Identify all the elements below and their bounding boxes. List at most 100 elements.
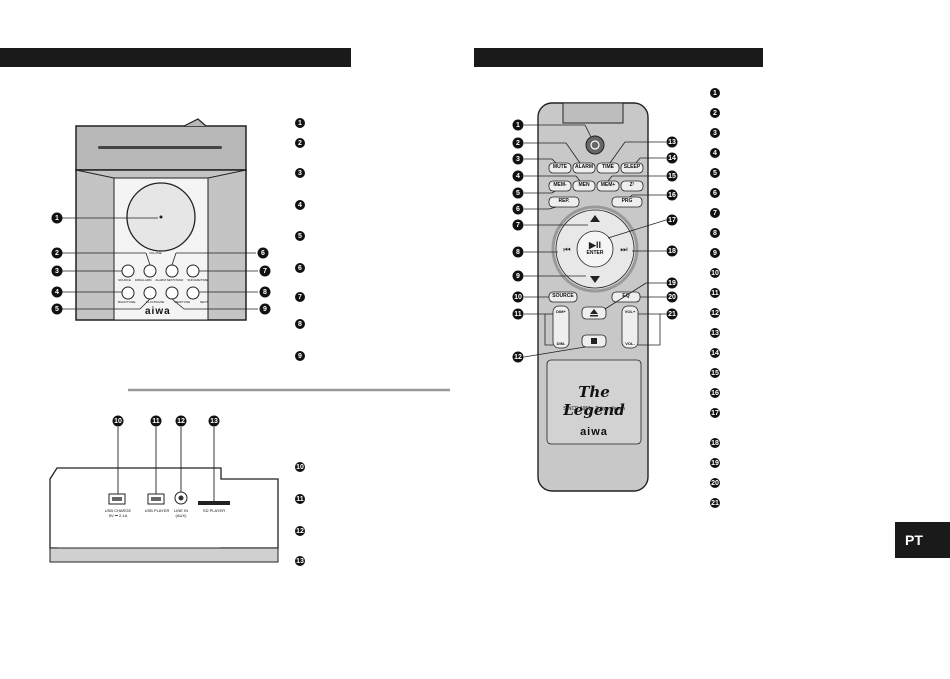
remote-callout-20: 20	[666, 291, 678, 303]
remote-legend-9: 9	[710, 248, 720, 258]
svg-text:8: 8	[713, 230, 717, 237]
remote-callout-7: 7	[512, 219, 524, 231]
svg-text:⏮: ⏮	[563, 245, 570, 254]
rear-legend-11: 11	[295, 494, 305, 504]
svg-text:6: 6	[298, 265, 302, 272]
svg-text:12: 12	[177, 418, 185, 425]
remote-btn-rep: REP.	[558, 198, 570, 204]
svg-text:19: 19	[711, 460, 719, 467]
remote-callout-8: 8	[512, 246, 524, 258]
remote-legend-12: 12	[710, 308, 720, 318]
svg-text:17: 17	[711, 410, 719, 417]
remote-legend-3: 3	[710, 128, 720, 138]
svg-text:12: 12	[514, 354, 522, 361]
device-callout-4: 4	[51, 286, 63, 298]
device-callout-1: 1	[51, 212, 63, 224]
svg-text:7: 7	[263, 268, 267, 275]
remote-legend-20: 20	[710, 478, 720, 488]
device-callout-9: 9	[259, 303, 271, 315]
svg-text:16: 16	[668, 192, 676, 199]
remote-legend-15: 15	[710, 368, 720, 378]
device-legend-4: 4	[295, 200, 305, 210]
svg-text:10: 10	[711, 270, 719, 277]
svg-text:3: 3	[713, 130, 717, 137]
remote-btn-alarm: ALARM	[574, 164, 594, 170]
svg-text:11: 11	[711, 290, 719, 297]
remote-legend-21: 21	[710, 498, 720, 508]
remote-callout-6: 6	[512, 203, 524, 215]
svg-text:8: 8	[516, 249, 520, 256]
right-header-bar	[474, 48, 763, 67]
remote-btn-vol-minus: VOL-	[625, 341, 635, 346]
svg-text:5: 5	[713, 170, 717, 177]
remote-callout-5: 5	[512, 187, 524, 199]
svg-text:3: 3	[516, 156, 520, 163]
remote-legend-14: 14	[710, 348, 720, 358]
svg-text:5: 5	[55, 306, 59, 313]
svg-text:17: 17	[668, 217, 676, 224]
svg-text:15: 15	[711, 370, 719, 377]
svg-text:9: 9	[516, 273, 520, 280]
svg-text:9: 9	[263, 306, 267, 313]
svg-text:2: 2	[298, 140, 302, 147]
device-knob-label: VOLUME	[149, 251, 162, 255]
remote-logo-script: The Legend	[563, 383, 625, 419]
svg-text:20: 20	[711, 480, 719, 487]
svg-text:11: 11	[296, 496, 304, 503]
svg-text:1: 1	[516, 122, 520, 129]
remote-legend-4: 4	[710, 148, 720, 158]
svg-text:10: 10	[296, 464, 304, 471]
remote-btn-eq: EQ	[622, 293, 630, 299]
svg-text:6: 6	[516, 206, 520, 213]
device-btn-label-1: SOURCE	[118, 278, 131, 282]
svg-text:18: 18	[711, 440, 719, 447]
svg-text:6: 6	[261, 250, 265, 257]
device-legend-7: 7	[295, 292, 305, 302]
svg-text:14: 14	[711, 350, 719, 357]
remote-btn-sleep: SLEEP	[623, 164, 641, 170]
device-btn-label-3: ALARM SET/STAND	[155, 278, 184, 282]
device-btn-label-6: PLAY/PAUSE	[146, 300, 165, 304]
svg-text:12: 12	[296, 528, 304, 535]
svg-text:21: 21	[668, 311, 676, 318]
svg-text:1: 1	[298, 120, 302, 127]
remote-callout-18: 18	[666, 245, 678, 257]
svg-text:5: 5	[516, 190, 520, 197]
remote-callout-2: 2	[512, 137, 524, 149]
svg-text:19: 19	[668, 280, 676, 287]
svg-text:21: 21	[711, 500, 719, 507]
device-callout-6: 6	[257, 247, 269, 259]
rear-callout-13: 13	[208, 415, 220, 427]
remote-legend-19: 19	[710, 458, 720, 468]
device-btn-label-2: DIM/ALARM	[134, 278, 152, 282]
remote-legend-11: 11	[710, 288, 720, 298]
svg-text:2: 2	[713, 110, 717, 117]
svg-text:2: 2	[55, 250, 59, 257]
remote-callout-16: 16	[666, 189, 678, 201]
remote-legend-6: 6	[710, 188, 720, 198]
remote-callout-9: 9	[512, 270, 524, 282]
remote-legend-2: 2	[710, 108, 720, 118]
svg-text:15: 15	[668, 173, 676, 180]
device-legend-9: 9	[295, 351, 305, 361]
remote-btn-source: SOURCE	[552, 293, 574, 299]
svg-text:14: 14	[668, 155, 676, 162]
remote-callout-12: 12	[512, 351, 524, 363]
remote-legend-18: 18	[710, 438, 720, 448]
remote-legend-17: 17	[710, 408, 720, 418]
device-callout-3: 3	[51, 265, 63, 277]
device-btn-label-8: NEXT	[199, 300, 208, 304]
svg-text:1: 1	[713, 90, 717, 97]
remote-callout-4: 4	[512, 170, 524, 182]
port-label-usb-player: USB PLAYER	[144, 508, 170, 513]
left-header-bar	[0, 48, 351, 67]
rear-callout-11: 11	[150, 415, 162, 427]
remote-legend-13: 13	[710, 328, 720, 338]
svg-text:10: 10	[514, 294, 522, 301]
device-legend-2: 2	[295, 138, 305, 148]
remote-legend-5: 5	[710, 168, 720, 178]
remote-btn-prg: PRG	[621, 198, 633, 204]
rear-legend-12: 12	[295, 526, 305, 536]
